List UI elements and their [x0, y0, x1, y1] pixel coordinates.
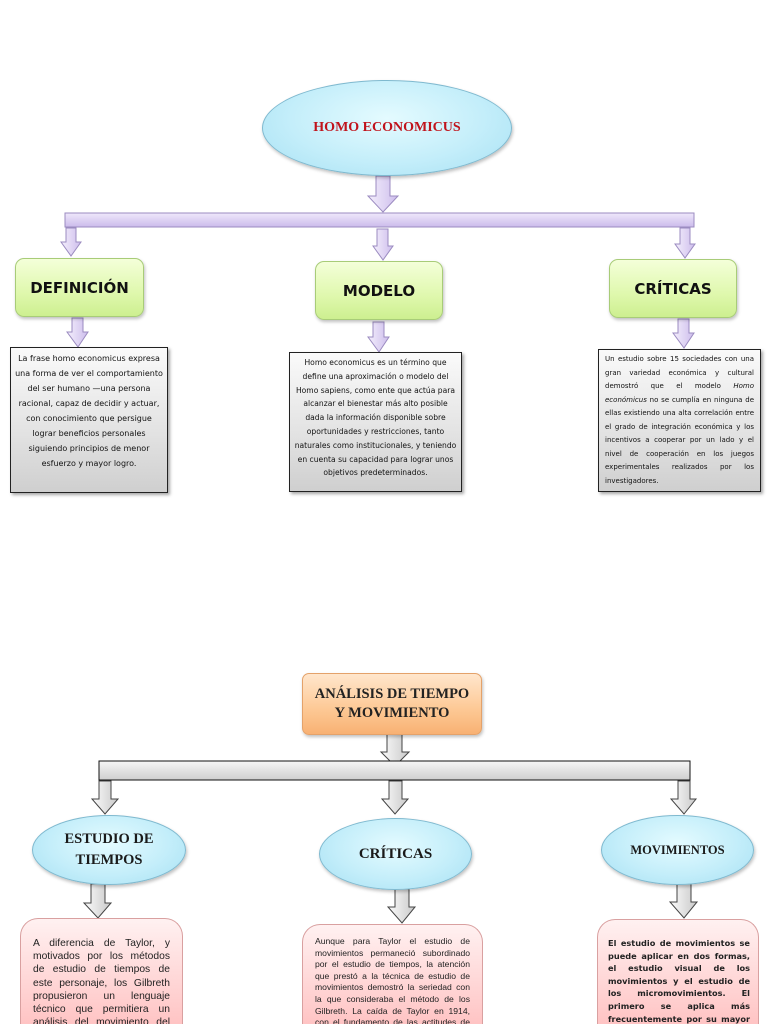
node-criticas: CRÍTICAS — [609, 259, 737, 318]
node-estudio-de-tiempos: ESTUDIO DE TIEMPOS — [32, 815, 186, 885]
estudio-label-line2: TIEMPOS — [75, 852, 143, 868]
node-movimientos: MOVIMIENTOS — [601, 815, 754, 885]
criticas2-text-box: Aunque para Taylor el estudio de movimie… — [302, 924, 483, 1024]
criticas-text-italic: Homo económicus — [605, 382, 754, 404]
criticas-text-box: Un estudio sobre 15 sociedades con una g… — [598, 349, 761, 492]
node-modelo-label: MODELO — [342, 281, 416, 300]
criticas-text-before: Un estudio sobre 15 sociedades con una g… — [605, 355, 754, 390]
estudio-text-box: A diferencia de Taylor, y motivados por … — [20, 918, 183, 1024]
estudio-text: A diferencia de Taylor, y motivados por … — [33, 938, 170, 1024]
arrow-estudio-text — [82, 883, 113, 919]
arrow-to-definicion — [60, 227, 82, 257]
root-node-label: HOMO ECONOMICUS — [313, 120, 461, 135]
node-criticas-2: CRÍTICAS — [319, 818, 472, 890]
node-definicion: DEFINICIÓN — [15, 258, 144, 317]
modelo-text-box: Homo economicus es un término que define… — [289, 352, 462, 492]
movimientos-label: MOVIMIENTOS — [630, 842, 725, 857]
arrow-to-criticas2 — [380, 780, 410, 815]
arrow-to-estudio — [90, 780, 120, 815]
node-criticas-label: CRÍTICAS — [634, 279, 712, 298]
node-modelo: MODELO — [315, 261, 443, 320]
estudio-label-line1: ESTUDIO DE — [64, 831, 154, 847]
root-node-analisis: ANÁLISIS DE TIEMPO Y MOVIMIENTO — [302, 673, 482, 735]
arrow-to-movimientos — [669, 780, 698, 815]
root2-label-line2: Y MOVIMIENTO — [334, 705, 450, 721]
root2-label-line1: ANÁLISIS DE TIEMPO — [314, 686, 470, 702]
movimientos-text-box: El estudio de movimientos se puede aplic… — [597, 919, 759, 1024]
arrow-to-criticas — [674, 227, 696, 259]
arrow-criticas-text — [672, 318, 695, 349]
criticas2-label: CRÍTICAS — [358, 845, 433, 862]
criticas2-text: Aunque para Taylor el estudio de movimie… — [315, 936, 470, 1024]
horizontal-bar — [64, 212, 695, 228]
definicion-text-box: La frase homo economicus expresa una for… — [10, 347, 168, 493]
arrow-root-down — [366, 175, 400, 213]
arrow-definicion-text — [66, 317, 89, 348]
movimientos-text: El estudio de movimientos se puede aplic… — [608, 938, 750, 1024]
root-node-homo-economicus: HOMO ECONOMICUS — [262, 80, 512, 176]
definicion-text: La frase homo economicus expresa una for… — [15, 354, 163, 468]
arrow-to-modelo — [372, 228, 394, 261]
arrow-modelo-text — [367, 321, 390, 353]
arrow-movimientos-text — [668, 883, 699, 919]
node-definicion-label: DEFINICIÓN — [30, 278, 129, 297]
modelo-text: Homo economicus es un término que define… — [294, 358, 457, 478]
arrow-criticas2-text — [386, 888, 417, 924]
criticas-text-after: no se cumplía en ninguna de ellas existi… — [605, 395, 754, 485]
horizontal-bar-2 — [98, 760, 691, 781]
arrow-root2-down — [379, 733, 411, 767]
